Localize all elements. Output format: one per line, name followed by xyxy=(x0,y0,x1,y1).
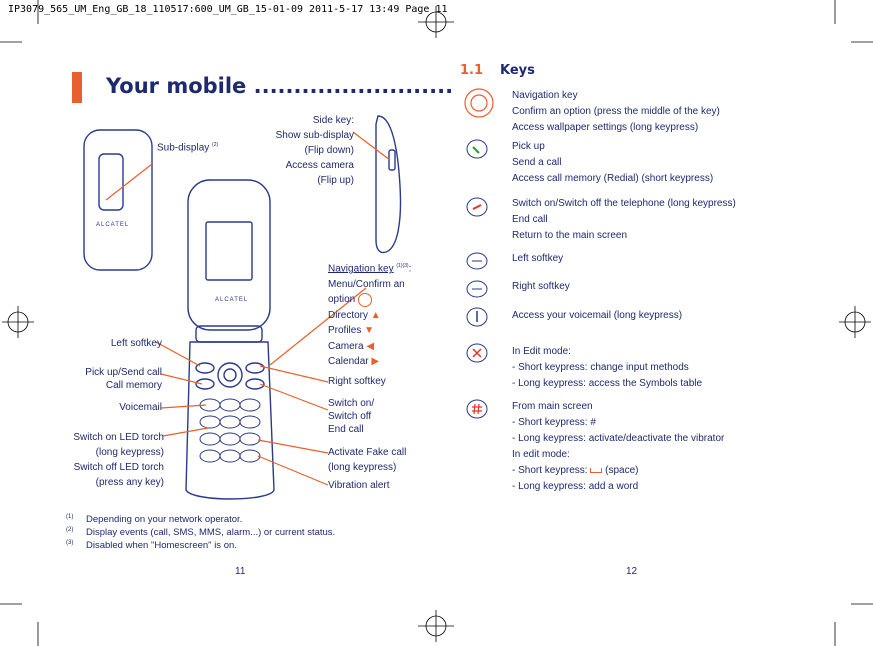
closed-phone-front xyxy=(83,129,153,271)
hash-key-icon xyxy=(466,399,488,419)
open-phone-top xyxy=(187,179,271,331)
print-header: IP3079_565_UM_Eng_GB_18_110517:600_UM_GB… xyxy=(8,4,448,15)
page-number-left: 11 xyxy=(235,566,246,577)
arrow-right-icon: ▶ xyxy=(371,356,380,368)
footnote: (2)Display events (call, SMS, MMS, alarm… xyxy=(66,527,336,539)
brand-logo-open: ALCATEL xyxy=(215,297,249,303)
pickup-key-icon xyxy=(466,139,488,159)
side-view-phone xyxy=(375,115,402,254)
navigation-key xyxy=(217,362,243,388)
fake-call-label: Activate Fake call (long keypress) xyxy=(328,447,407,473)
footnote: (1)Depending on your network operator. xyxy=(66,514,243,526)
footnotes: (1)Depending on your network operator. (… xyxy=(66,514,335,553)
arrow-down-icon: ▼ xyxy=(364,325,375,337)
space-icon xyxy=(590,467,603,473)
page-title: Your mobile ......................... xyxy=(106,74,454,98)
page-number-right: 12 xyxy=(626,566,638,577)
pickup-label: Pick up/Send call Call memory xyxy=(85,367,162,391)
navigation-key-label: Navigation key (1)(3): Menu/Confirm an o… xyxy=(328,263,412,368)
sub-display-label: Sub-display (2) xyxy=(157,142,219,154)
left-softkey-icon xyxy=(466,252,488,270)
key-description-voicemail: Access your voicemail (long keypress) xyxy=(512,310,683,321)
title-accent-bar xyxy=(72,72,82,103)
arrow-left-icon: ◀ xyxy=(366,340,375,352)
key-description-navigation: Navigation key Confirm an option (press … xyxy=(512,90,720,133)
nav-center-icon xyxy=(358,292,373,307)
right-softkey-icon xyxy=(466,280,488,298)
arrow-up-icon: ▲ xyxy=(370,309,381,321)
left-softkey-label: Left softkey xyxy=(110,338,162,349)
key-description-hash: From main screen - Short keypress: # - L… xyxy=(512,401,725,492)
key-description-right-softkey: Right softkey xyxy=(512,281,570,292)
switch-label: Switch on/ Switch off End call xyxy=(328,398,375,435)
open-phone-bottom xyxy=(185,341,275,500)
key-description-pickup: Pick up Send a call Access call memory (… xyxy=(512,141,714,184)
navigation-key-icon xyxy=(464,88,494,118)
star-key-icon xyxy=(466,343,488,363)
section-title: Keys xyxy=(500,63,535,78)
phone-illustration xyxy=(83,115,402,500)
footnote: (3)Disabled when "Homescreen" is on. xyxy=(66,540,237,552)
sub-display-window xyxy=(98,153,124,211)
key-description-left-softkey: Left softkey xyxy=(512,253,564,264)
end-key-icon xyxy=(466,197,488,217)
key-description-end: Switch on/Switch off the telephone (long… xyxy=(512,198,736,241)
side-key-label: Side key: Show sub-display (Flip down) A… xyxy=(275,115,354,186)
voicemail-key-icon xyxy=(466,307,488,327)
voicemail-label: Voicemail xyxy=(119,402,162,413)
vibration-label: Vibration alert xyxy=(328,480,390,491)
main-screen xyxy=(205,221,253,281)
key-description-star: In Edit mode: - Short keypress: change i… xyxy=(512,346,703,389)
right-softkey-label: Right softkey xyxy=(328,376,386,387)
torch-label: Switch on LED torch (long keypress) Swit… xyxy=(73,432,164,488)
section-number: 1.1 xyxy=(460,63,484,78)
brand-logo-closed: ALCATEL xyxy=(96,222,130,228)
